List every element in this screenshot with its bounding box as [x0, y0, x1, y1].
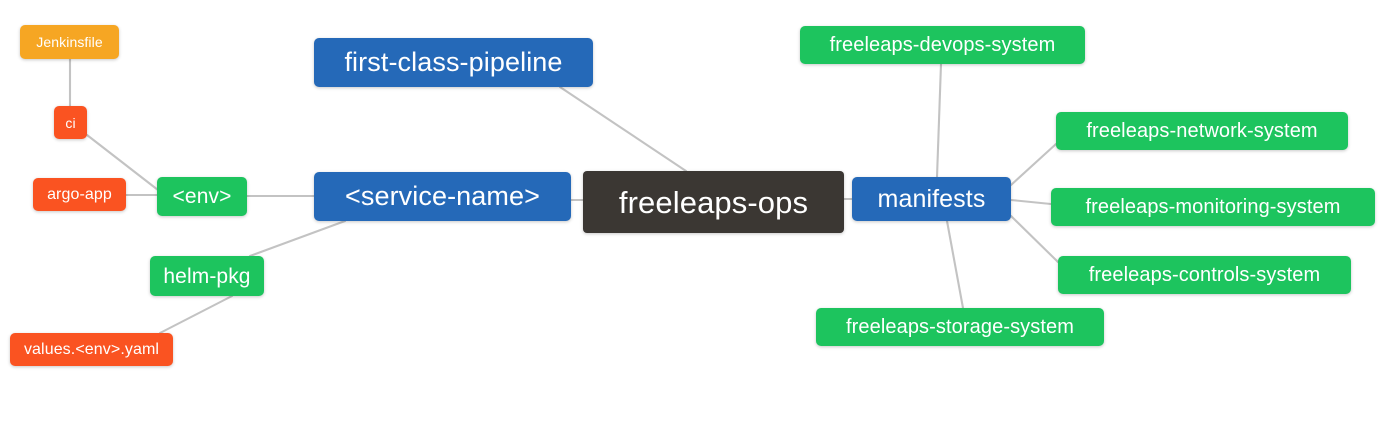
edge-manifests-devops: [935, 62, 943, 179]
edge-manifests-network: [1009, 142, 1058, 187]
node-freeleaps-controls-system[interactable]: freeleaps-controls-system: [1058, 256, 1351, 294]
edge-pipeline-root: [558, 85, 688, 173]
node-freeleaps-storage-system[interactable]: freeleaps-storage-system: [816, 308, 1104, 346]
node-jenkinsfile[interactable]: Jenkinsfile: [20, 25, 119, 59]
node-freeleaps-ops-root[interactable]: freeleaps-ops: [583, 171, 844, 233]
node-service-name[interactable]: <service-name>: [314, 172, 571, 221]
node-freeleaps-monitoring-system[interactable]: freeleaps-monitoring-system: [1051, 188, 1375, 226]
edge-values-helmpkg: [158, 294, 234, 335]
node-freeleaps-network-system[interactable]: freeleaps-network-system: [1056, 112, 1348, 150]
node-helm-pkg[interactable]: helm-pkg: [150, 256, 264, 296]
node-values-env-yaml[interactable]: values.<env>.yaml: [10, 333, 173, 366]
node-first-class-pipeline[interactable]: first-class-pipeline: [314, 38, 593, 87]
node-manifests[interactable]: manifests: [852, 177, 1011, 221]
edge-manifests-storage: [945, 219, 965, 310]
node-ci[interactable]: ci: [54, 106, 87, 139]
node-argo-app[interactable]: argo-app: [33, 178, 126, 211]
node-freeleaps-devops-system[interactable]: freeleaps-devops-system: [800, 26, 1085, 64]
node-env[interactable]: <env>: [157, 177, 247, 216]
edge-manifests-monitoring: [1009, 198, 1053, 206]
edge-helmpkg-service: [248, 219, 347, 258]
